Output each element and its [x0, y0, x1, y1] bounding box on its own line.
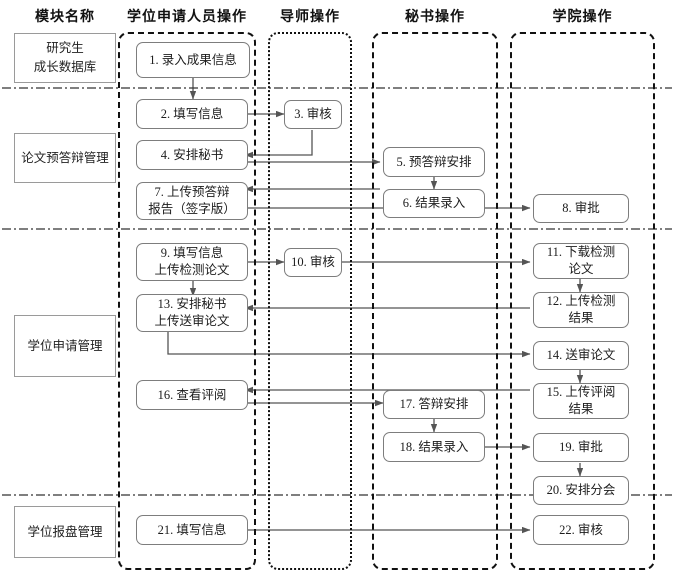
- module-label-text: 学位报盘管理: [27, 524, 103, 539]
- column-header-secretary: 秘书操作: [405, 10, 465, 25]
- node-label: 14. 送审论文: [546, 348, 616, 363]
- node-17-defense-arrangement[interactable]: 17. 答辩安排: [383, 390, 485, 419]
- node-label: 13. 安排秘书上传送审论文: [154, 297, 230, 328]
- lane-advisor: [268, 32, 352, 570]
- module-label-degree-application: 学位申请管理: [14, 315, 116, 377]
- column-header-college: 学院操作: [552, 10, 613, 25]
- node-label: 21. 填写信息: [157, 522, 227, 537]
- node-label: 19. 审批: [559, 440, 603, 455]
- node-label: 20. 安排分会: [546, 483, 616, 498]
- node-label: 6. 结果录入: [402, 196, 466, 211]
- node-label: 12. 上传检测结果: [546, 294, 616, 325]
- node-19-approval[interactable]: 19. 审批: [533, 433, 629, 462]
- node-22-review[interactable]: 22. 审核: [533, 515, 629, 545]
- module-label-pre-defense: 论文预答辩管理: [14, 133, 116, 183]
- column-header-module: 模块名称: [35, 10, 95, 25]
- node-16-view-review[interactable]: 16. 查看评阅: [136, 380, 248, 410]
- node-18-result-entry[interactable]: 18. 结果录入: [383, 432, 485, 462]
- node-label: 9. 填写信息上传检测论文: [154, 246, 230, 277]
- node-label: 3. 审核: [294, 107, 332, 122]
- node-12-upload-check-result[interactable]: 12. 上传检测结果: [533, 292, 629, 328]
- node-label: 15. 上传评阅结果: [546, 385, 616, 416]
- node-15-upload-review-result[interactable]: 15. 上传评阅结果: [533, 383, 629, 419]
- node-label: 7. 上传预答辩报告（签字版）: [148, 185, 236, 216]
- node-21-fill-info[interactable]: 21. 填写信息: [136, 515, 248, 545]
- column-header-applicant: 学位申请人员操作: [127, 10, 247, 25]
- node-10-review[interactable]: 10. 审核: [284, 248, 342, 277]
- node-8-approval[interactable]: 8. 审批: [533, 194, 629, 223]
- node-9-fill-info-upload-check-paper[interactable]: 9. 填写信息上传检测论文: [136, 243, 248, 281]
- node-label: 10. 审核: [291, 255, 335, 270]
- node-label: 18. 结果录入: [399, 439, 469, 454]
- node-1-record-achievement-info[interactable]: 1. 录入成果信息: [136, 42, 250, 78]
- lane-applicant: [118, 32, 256, 570]
- module-label-text: 论文预答辩管理: [21, 150, 109, 165]
- node-20-arrange-sub-committee[interactable]: 20. 安排分会: [533, 476, 629, 505]
- node-label: 16. 查看评阅: [157, 387, 227, 402]
- node-3-review[interactable]: 3. 审核: [284, 100, 342, 129]
- node-label: 5. 预答辩安排: [396, 154, 472, 169]
- module-label-text: 研究生成长数据库: [33, 41, 97, 74]
- column-header-advisor: 导师操作: [280, 10, 340, 25]
- node-13-assign-secretary-upload-review-paper[interactable]: 13. 安排秘书上传送审论文: [136, 294, 248, 332]
- module-label-text: 学位申请管理: [27, 338, 103, 353]
- node-label: 22. 审核: [559, 522, 603, 537]
- node-label: 1. 录入成果信息: [149, 52, 237, 67]
- node-label: 8. 审批: [562, 201, 600, 216]
- node-label: 2. 填写信息: [160, 106, 224, 121]
- node-label: 17. 答辩安排: [399, 397, 469, 412]
- node-label: 4. 安排秘书: [160, 147, 224, 162]
- node-5-pre-defense-arrangement[interactable]: 5. 预答辩安排: [383, 147, 485, 177]
- node-11-download-check-paper[interactable]: 11. 下载检测论文: [533, 243, 629, 279]
- node-7-upload-pre-defense-report[interactable]: 7. 上传预答辩报告（签字版）: [136, 182, 248, 220]
- lane-secretary: [372, 32, 498, 570]
- node-14-submit-paper-for-review[interactable]: 14. 送审论文: [533, 341, 629, 370]
- lane-college: [510, 32, 655, 570]
- node-4-assign-secretary[interactable]: 4. 安排秘书: [136, 140, 248, 170]
- module-label-degree-report: 学位报盘管理: [14, 506, 116, 558]
- node-2-fill-info[interactable]: 2. 填写信息: [136, 99, 248, 129]
- node-6-result-entry[interactable]: 6. 结果录入: [383, 189, 485, 218]
- module-label-research-growth-db: 研究生成长数据库: [14, 33, 116, 83]
- node-label: 11. 下载检测论文: [546, 245, 616, 276]
